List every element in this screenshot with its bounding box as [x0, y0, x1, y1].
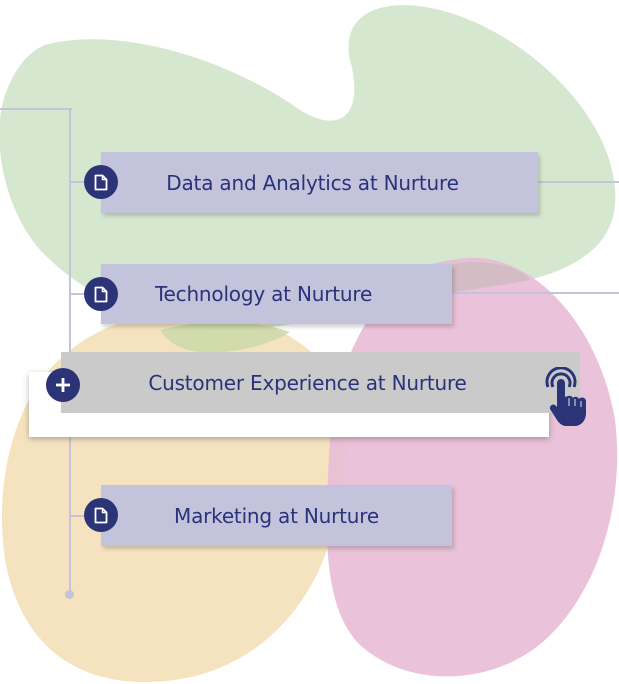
connector-right-2: [452, 292, 619, 294]
nav-card-customer-experience[interactable]: Customer Experience at Nurture: [61, 352, 580, 413]
document-icon: [84, 165, 118, 199]
connector-end-dot: [65, 590, 74, 599]
nav-card-label: Technology at Nurture: [154, 282, 373, 306]
document-icon: [84, 498, 118, 532]
pointer-hand-icon: [545, 367, 586, 426]
nav-card-label: Data and Analytics at Nurture: [166, 170, 459, 195]
nav-card-technology[interactable]: Technology at Nurture: [101, 264, 452, 324]
connector-vertical-trunk: [69, 108, 71, 594]
connector-right-1: [538, 181, 619, 183]
blob-overlap-olive: [160, 322, 290, 353]
nav-card-label: Customer Experience at Nurture: [148, 370, 467, 395]
connector-top-horizontal: [0, 108, 72, 110]
nav-card-label: Marketing at Nurture: [174, 503, 379, 528]
nav-card-marketing[interactable]: Marketing at Nurture: [101, 485, 452, 546]
document-icon: [84, 277, 118, 311]
nav-card-data-analytics[interactable]: Data and Analytics at Nurture: [101, 152, 538, 213]
plus-icon[interactable]: [46, 368, 80, 402]
